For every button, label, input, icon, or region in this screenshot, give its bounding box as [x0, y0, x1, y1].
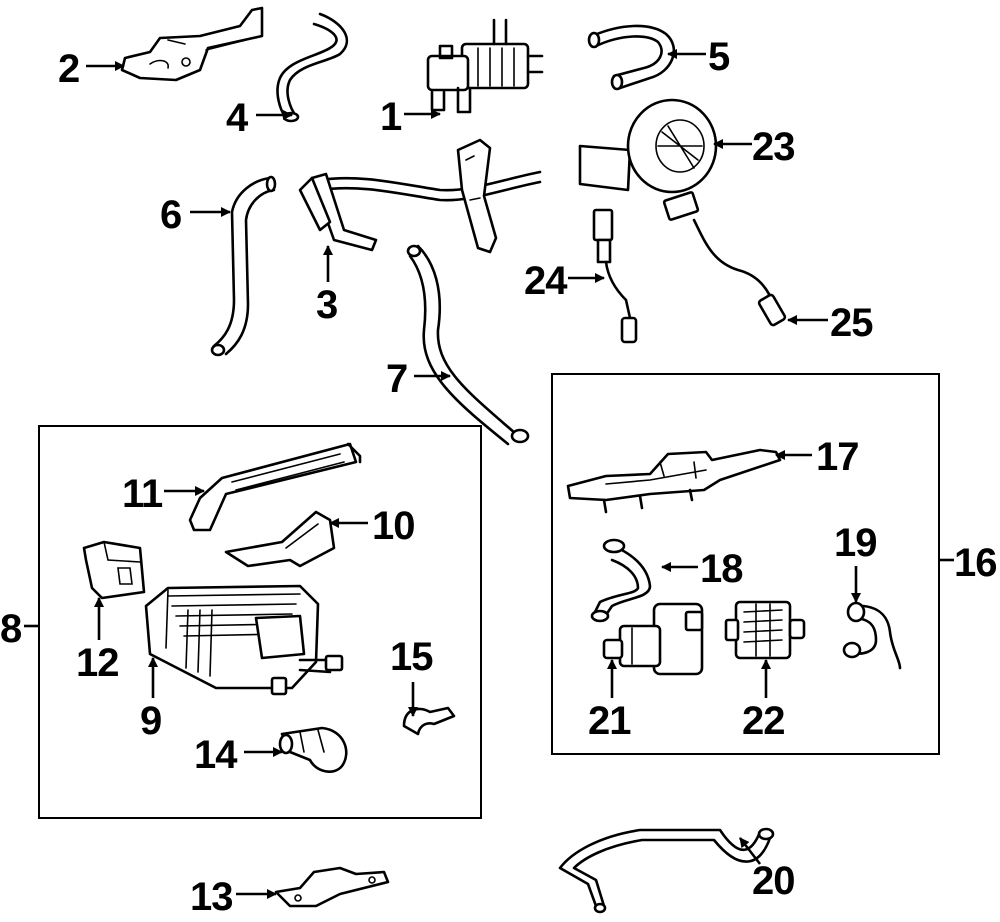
- part-24-o2-sensor: [592, 208, 638, 344]
- callout-10: 10: [372, 504, 415, 548]
- callout-22: 22: [742, 699, 785, 743]
- part-7-long-hose: [406, 244, 530, 446]
- part-21-purge-valve: [602, 602, 704, 676]
- callout-7: 7: [386, 357, 407, 401]
- part-23-resonator: [578, 98, 718, 194]
- callout-1: 1: [380, 95, 402, 139]
- leader-20: [738, 837, 762, 865]
- part-19-hose: [842, 601, 902, 670]
- callout-5: 5: [708, 35, 730, 79]
- callout-9: 9: [140, 699, 161, 743]
- part-18-hose: [590, 538, 652, 623]
- part-14-hose: [278, 726, 348, 773]
- callout-3: 3: [316, 283, 337, 327]
- part-3-vapor-pipe: [298, 138, 542, 254]
- part-10-strap: [224, 510, 336, 568]
- purge-group-box: [551, 373, 940, 755]
- part-5-u-hose: [587, 24, 676, 91]
- part-9-canister: [144, 584, 344, 696]
- callout-13: 13: [190, 875, 233, 919]
- callout-11: 11: [122, 472, 163, 516]
- callout-17: 17: [816, 435, 859, 479]
- part-4-hose: [276, 12, 349, 123]
- callout-2: 2: [58, 47, 79, 91]
- part-22-vsv: [724, 600, 806, 660]
- callout-23: 23: [752, 125, 795, 169]
- callout-19: 19: [834, 521, 877, 565]
- part-13-bracket: [274, 866, 390, 908]
- callout-4: 4: [226, 96, 249, 140]
- part-11-strap: [188, 442, 362, 532]
- callout-25: 25: [830, 301, 873, 345]
- canister-group-box: [38, 425, 482, 819]
- part-15-clip: [402, 706, 456, 736]
- callout-12: 12: [76, 641, 119, 685]
- callout-20: 20: [752, 859, 795, 903]
- callout-24: 24: [524, 259, 568, 303]
- callout-15: 15: [390, 635, 433, 679]
- callout-6: 6: [160, 193, 181, 237]
- part-1-vsv-valve: [426, 18, 544, 114]
- part-2-bracket: [120, 6, 264, 82]
- callout-14: 14: [194, 733, 238, 777]
- part-25-o2-sensor: [662, 191, 787, 327]
- callout-8: 8: [0, 607, 22, 651]
- callout-18: 18: [700, 547, 743, 591]
- callout-21: 21: [588, 699, 631, 743]
- part-17-vapor-pipe-assembly: [566, 448, 782, 514]
- part-12-bracket: [82, 540, 146, 600]
- part-6-hose: [210, 175, 277, 357]
- callout-16: 16: [954, 541, 997, 585]
